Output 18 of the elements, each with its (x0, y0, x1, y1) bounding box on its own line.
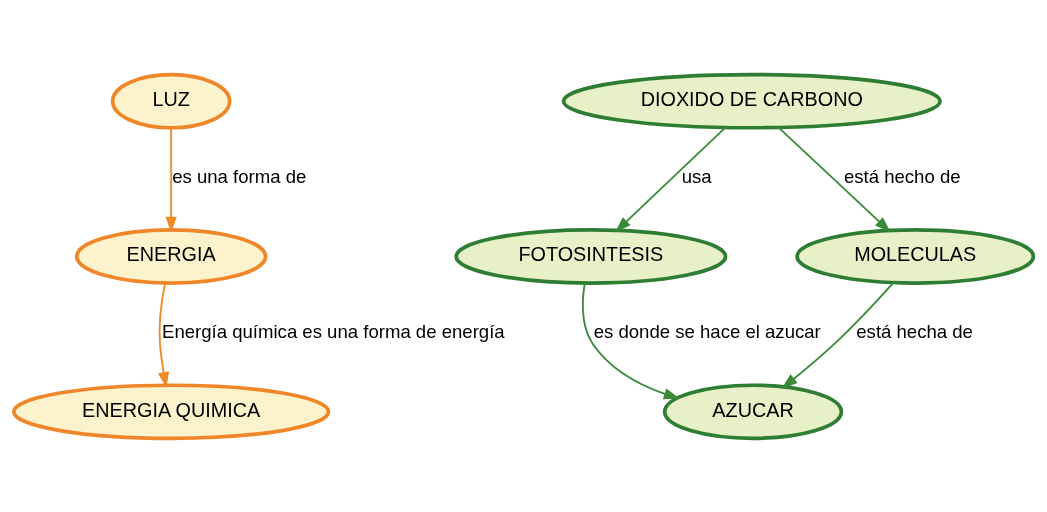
arrow (781, 281, 895, 389)
node-ellipse: ENERGIA QUIMICA (12, 382, 331, 440)
arrow (165, 126, 177, 233)
node-ellipse: LUZ (110, 72, 232, 130)
edge-label: es una forma de (172, 165, 307, 187)
edge-label: está hecha de (856, 320, 973, 342)
arrow (582, 281, 680, 399)
node-ellipse: MOLECULAS (795, 227, 1036, 285)
node-ellipse: FOTOSINTESIS (454, 227, 728, 285)
edge-label: está hecho de (843, 165, 961, 187)
arrow (777, 125, 891, 232)
edge-label: usa (681, 165, 712, 187)
arrow (158, 281, 170, 388)
edge-label: Energía química es una forma de energía (162, 320, 505, 342)
node-ellipse: ENERGIA (74, 227, 268, 285)
edge-label: es donde se hace el azucar (593, 320, 821, 342)
node-ellipse: DIOXIDO DE CARBONO (561, 72, 942, 130)
arrow (615, 125, 727, 232)
